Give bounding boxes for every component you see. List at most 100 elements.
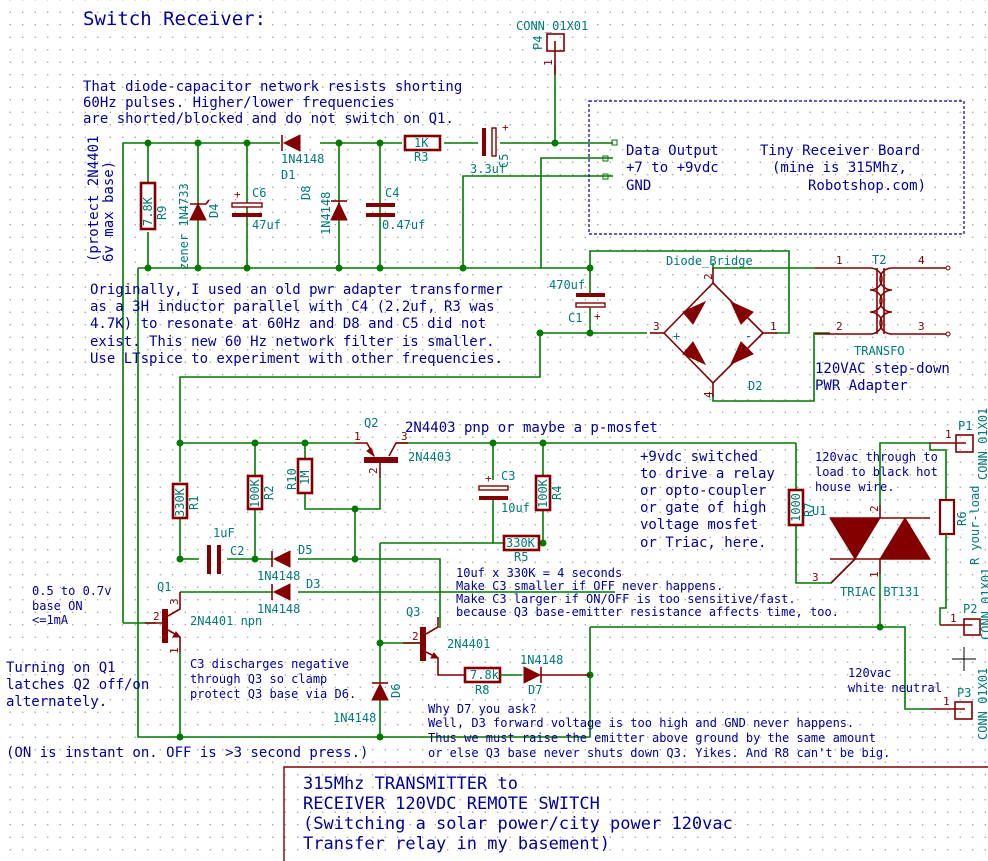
connector-p1[interactable]: P1 1 CONN_01X01 [930, 408, 988, 480]
power-supply-wires [179, 250, 830, 443]
neutral-note-line: 120vac [848, 666, 891, 680]
resistor-r1[interactable]: 330K R1 [171, 482, 201, 520]
board-desc-line: (mine is 315Mhz, [772, 160, 907, 176]
switched-note-line: to drive a relay [640, 466, 775, 482]
r5-value: 330K [506, 536, 536, 550]
transistor-q3[interactable]: Q3 2N4401 2 [403, 605, 490, 676]
sheet-title: Switch Receiver: [83, 8, 266, 30]
latch-note-line: alternately. [6, 694, 107, 710]
d7-note-line: Thus we must raise the emitter above gro… [428, 731, 876, 745]
resistor-r6[interactable]: R6 R your-load [929, 443, 982, 625]
connector-p3[interactable]: P3 1 CONN_01X01 [880, 626, 988, 740]
timing-note-line: Make C3 larger if ON/OFF is too sensitiv… [456, 592, 796, 606]
capacitor-c4[interactable]: C4 0.47uf [366, 186, 425, 232]
resistor-r5[interactable]: 330K R5 [502, 534, 541, 564]
board-desc-line: Tiny Receiver Board [760, 143, 920, 159]
svg-text:+: + [502, 121, 509, 134]
d4-ref: D4 [207, 204, 221, 218]
diode-d3[interactable]: D3 1N4148 [257, 577, 320, 616]
r4-value: 100K [536, 478, 550, 508]
u1-ref: U1 [812, 504, 826, 518]
diode-bridge-d2[interactable]: Diode_Bridge D2 3 1 2 4 + - [650, 254, 777, 398]
hot-note-line: 120vac through to [815, 450, 938, 464]
diode-d7[interactable]: 1N4148 D7 [520, 653, 590, 697]
q1-pin: 3 [168, 598, 181, 605]
resistor-r9[interactable]: 7.8K R9 [139, 181, 169, 231]
capacitor-c5[interactable]: + 3.3uf C5 [470, 121, 511, 176]
hot-note: 120vac through to load to black hot hous… [815, 450, 938, 494]
u1-pin: 1 [868, 571, 881, 578]
switched-note-line: voltage mosfet [640, 517, 758, 533]
resistor-r7[interactable]: 1000 R7 [787, 488, 816, 527]
capacitor-c1[interactable]: + 470uf C1 [549, 268, 606, 333]
switched-note-line: or gate of high [640, 500, 766, 516]
diode-d6[interactable]: 1N4148 D6 [333, 682, 403, 725]
diode-d8[interactable]: 1N4148 D8 [299, 186, 348, 235]
neutral-note-line: white neutral [848, 681, 942, 695]
r3-ref: R3 [414, 150, 428, 164]
t2-ref: T2 [872, 253, 886, 267]
pin-gnd: GND [626, 178, 651, 194]
latch-note-line: latches Q2 off/on [6, 677, 149, 693]
timing-note-line: 10uf x 330K = 4 seconds [456, 566, 622, 580]
d2-pin: 4 [702, 391, 715, 398]
transistor-q1[interactable]: Q1 2N4401 npn 2 3 1 [145, 580, 262, 654]
neutral-note: 120vac white neutral [848, 666, 942, 695]
d2-pin: 3 [653, 320, 660, 333]
p4-value: CONN_01X01 [516, 19, 588, 33]
r1-value: 330K [173, 487, 187, 517]
r2-value: 100K [248, 478, 262, 508]
board-desc-line: Robotshop.com) [808, 178, 926, 194]
resistor-r8[interactable]: 7.8k R8 [463, 666, 522, 697]
original-note-line: as a 3H inductor parallel with C4 (2.2uf… [90, 299, 495, 315]
diode-d1[interactable]: 1N4148 D1 [281, 134, 324, 182]
q3-value: 2N4401 [447, 637, 490, 651]
connector-p2[interactable]: P2 1 CONN_01X01 [940, 568, 988, 640]
u1-pin: 2 [868, 505, 881, 512]
r10-value: 1M [298, 471, 312, 485]
switched-note-line: or opto-coupler [640, 483, 766, 499]
timing-note-line: because Q3 base-emitter resistance affec… [456, 605, 839, 619]
resistor-r10[interactable]: 1M R10 [285, 457, 314, 495]
connector-p4[interactable]: CONN_01X01 P4 1 [516, 19, 588, 75]
q1-base-note-line: 0.5 to 0.7v [32, 584, 111, 598]
switched-note: +9vdc switched to drive a relay or opto-… [640, 449, 775, 551]
capacitor-c2[interactable]: 1uF C2 [207, 526, 244, 574]
resistor-r3[interactable]: 1K R3 [403, 134, 442, 164]
triac-u1[interactable]: U1 TRIAC BT131 3 2 1 [812, 442, 931, 627]
t2-pin: 3 [918, 320, 925, 333]
r2-ref: R2 [262, 486, 276, 500]
diode-d5[interactable]: D5 1N4148 [257, 543, 312, 583]
r9-value: 7.8K [141, 196, 155, 226]
r8-ref: R8 [475, 683, 489, 697]
q3-pin: 2 [412, 630, 419, 643]
p1-value: CONN_01X01 [976, 408, 988, 480]
transformer-note: 120VAC step-down PWR Adapter [815, 361, 950, 394]
resistor-r2[interactable]: 100K R2 [246, 474, 276, 511]
c5-value: 3.3uf [470, 162, 506, 176]
capacitor-c6[interactable]: + C6 47uf [231, 186, 281, 232]
u1-value: TRIAC BT131 [840, 585, 919, 599]
q1-ref: Q1 [157, 580, 171, 594]
hot-note-line: load to black hot [815, 465, 938, 479]
transformer-t2[interactable]: T2 TRANSFO 1 2 3 4 [815, 253, 951, 358]
zener-d4[interactable]: zener 1N4733 D4 [177, 183, 221, 270]
capacitor-c3[interactable]: + C3 10uf [478, 469, 530, 515]
d8-ref: D8 [299, 186, 313, 200]
svg-text:+: + [485, 472, 492, 485]
c3-note-line: C3 discharges negative [190, 657, 349, 671]
transistor-q2[interactable]: Q2 2N4403 1 3 2 [354, 416, 451, 478]
resistor-r4[interactable]: 100K R4 [534, 474, 564, 512]
latch-note: Turning on Q1 latches Q2 off/on alternat… [6, 660, 149, 710]
q2-note: 2N4403 pnp or maybe a p-mosfet [405, 420, 658, 436]
p4-ref: P4 [531, 36, 545, 50]
d6-ref: D6 [389, 684, 403, 698]
d7-note: Why D7 you ask? Well, D3 forward voltage… [428, 702, 890, 760]
q3-ref: Q3 [406, 605, 420, 619]
r10-ref: R10 [285, 468, 299, 490]
junctions-ps [536, 264, 594, 337]
d2-minus: - [745, 329, 752, 343]
p2-pin: 1 [950, 612, 957, 625]
svg-text:+: + [594, 310, 601, 323]
